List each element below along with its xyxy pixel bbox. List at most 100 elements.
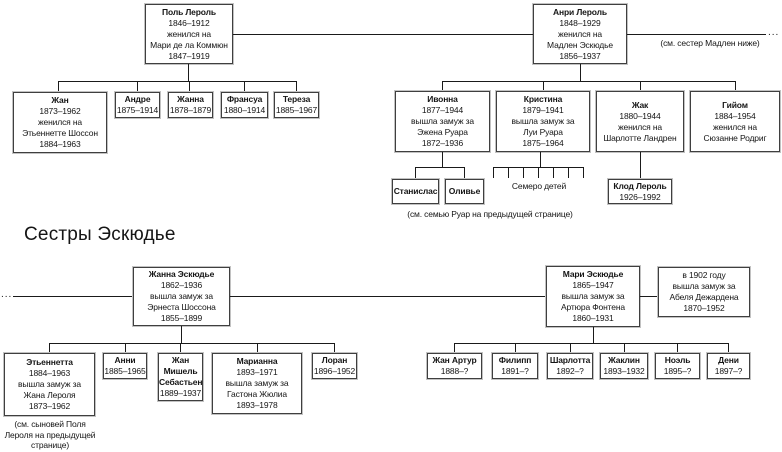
person-name: Жан Артур [432, 355, 477, 365]
connector-stub [543, 81, 544, 91]
connector-line [640, 152, 641, 179]
person-name: Тереза [282, 94, 311, 104]
person-name: Марианна [236, 356, 278, 366]
connector-line [188, 64, 189, 81]
child-tick [493, 167, 494, 178]
person-details: 1892–? [556, 366, 584, 376]
connector-line [233, 34, 533, 35]
person-details: 1888–? [440, 366, 469, 376]
connector-line [181, 326, 182, 343]
child-tick [568, 167, 569, 178]
see-madeleine-note: (см. сестер Мадлен ниже) [660, 38, 760, 48]
continuation-ellipsis-left: ... [1, 289, 13, 300]
person-details: 1878–1879 [169, 105, 212, 115]
person-name: Франсуа [226, 94, 263, 104]
connector-stub [257, 343, 258, 353]
person-name: Кристина [523, 94, 563, 104]
person-name: Лоран [321, 355, 348, 365]
person-name: Дени [718, 355, 739, 365]
person-details: 1891–? [501, 366, 529, 376]
child-tick [583, 167, 584, 178]
connector-stub [515, 343, 516, 353]
connector-stub [244, 81, 245, 92]
connector-line [58, 81, 297, 82]
connector-line [580, 64, 581, 81]
child-tick [538, 167, 539, 178]
connector-line [442, 152, 443, 167]
connector-stub [137, 81, 138, 92]
person-details: 1897–? [714, 366, 743, 376]
person-box-olivier: Оливье [445, 179, 484, 204]
seven-children-label: Семеро детей [511, 181, 567, 191]
person-name: Жаклин [608, 355, 640, 365]
child-tick [523, 167, 524, 178]
person-details: 1877–1944 вышла замуж за Эжена Руара 187… [411, 105, 474, 148]
connector-line [540, 152, 541, 167]
person-details: 1885–1967 [275, 105, 318, 115]
section-heading: Сестры Эскюдье [24, 224, 176, 245]
person-details: 1873–1962 женился на Этьеннетте Шоссон 1… [22, 106, 98, 149]
person-details: 1896–1952 [313, 366, 356, 376]
person-name: Клод Лероль [613, 180, 667, 191]
person-details: 1889–1937 [159, 388, 202, 398]
person-name: Мари Эскюдье [562, 269, 624, 279]
person-details: 1879–1941 вышла замуж за Луи Руара 1875–… [511, 105, 575, 148]
person-details: 1875–1914 [116, 105, 159, 115]
person-details: 1884–1954 женился на Сюзанне Родриг [703, 110, 767, 143]
connector-stub [640, 81, 641, 91]
connector-line [593, 327, 594, 343]
connector-stub [464, 167, 465, 179]
connector-line [49, 343, 335, 344]
person-name: Жан [51, 95, 69, 105]
person-details: 1848–1929 женился на Мадлен Эскюдье 1856… [547, 17, 613, 61]
continuation-ellipsis-right: ... [768, 27, 780, 38]
person-name: Жак [631, 99, 649, 110]
connector-stub [415, 167, 416, 179]
child-tick [508, 167, 509, 178]
person-name: Жан Мишель Себастьен [159, 355, 203, 387]
connector-stub [728, 343, 729, 353]
person-details: 1865–1947 вышла замуж за Артюра Фонтена … [560, 280, 626, 323]
connector-stub [624, 343, 625, 353]
connector-line [230, 296, 546, 297]
connector-stub [570, 343, 571, 353]
person-box-stanislas: Станислас [392, 179, 439, 204]
connector-stub [454, 343, 455, 353]
person-details: 1846–1912 женился на Мари де ла Коммюн 1… [150, 17, 228, 61]
connector-line [640, 296, 658, 297]
person-details: 1880–1944 женился на Шарлотте Ландрен [603, 110, 677, 143]
person-name: Жанна [177, 94, 204, 104]
person-details: 1884–1963 вышла замуж за Жана Лероля 187… [18, 368, 81, 411]
connector-stub [735, 81, 736, 91]
person-details: 1895–? [663, 366, 692, 376]
connector-line [13, 296, 133, 297]
connector-stub [125, 343, 126, 353]
person-details: в 1902 году вышла замуж за Абеля Дежарде… [669, 270, 739, 313]
person-name: Анни [114, 355, 136, 365]
person-name: Жанна Эскюдье [148, 269, 215, 279]
person-name: Шарлотта [549, 355, 591, 365]
person-name: Гийом [722, 99, 748, 110]
person-name: Андре [124, 94, 151, 104]
connector-stub [442, 81, 443, 91]
connector-stub [677, 343, 678, 353]
connector-line [415, 167, 465, 168]
connector-line [442, 81, 735, 82]
person-details: 1893–1971 вышла замуж за Гастона Жюлиа 1… [225, 367, 289, 410]
